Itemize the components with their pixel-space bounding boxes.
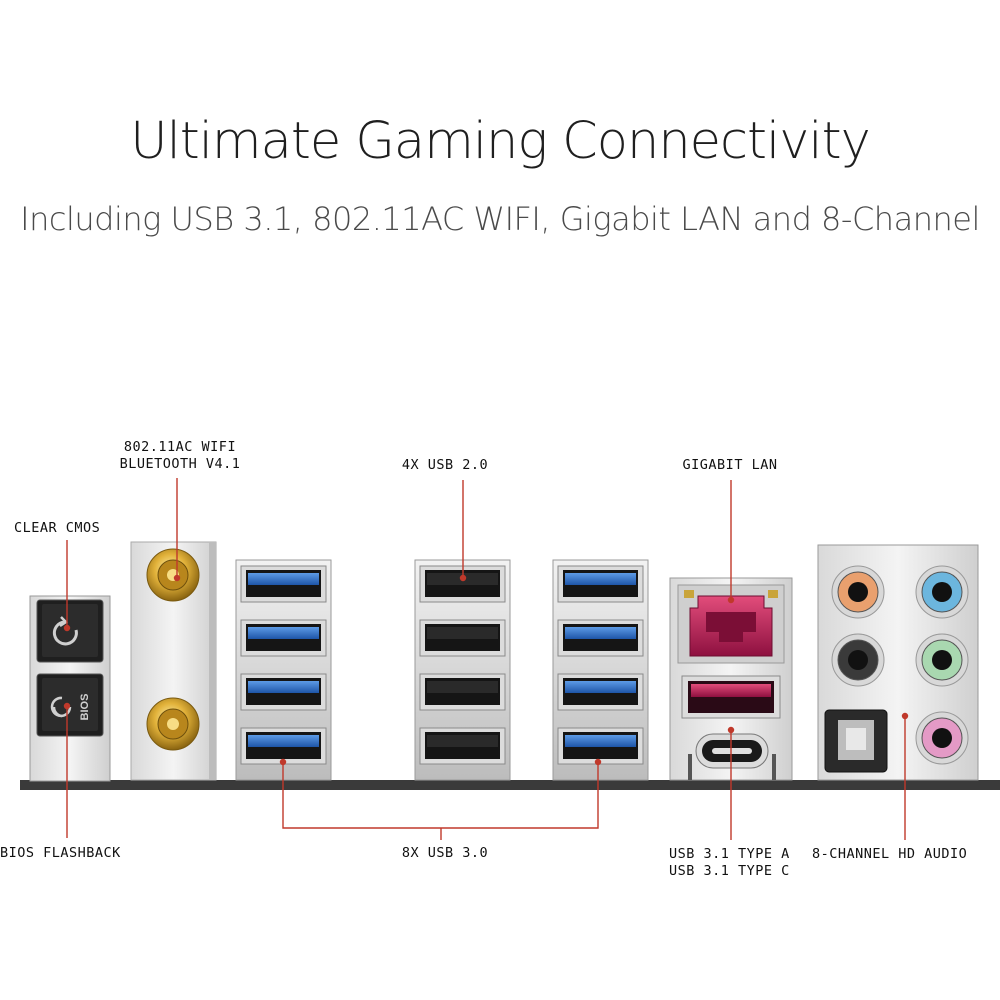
leader-clear-cmos-dot [63, 624, 71, 632]
callout-usb31: USB 3.1 TYPE A USB 3.1 TYPE C [669, 846, 790, 880]
audio-module [817, 544, 979, 781]
lan-usb31-module [669, 577, 793, 781]
callout-audio: 8-CHANNEL HD AUDIO [812, 846, 968, 862]
usb20-stack [414, 559, 511, 781]
usb-port[interactable] [240, 565, 327, 603]
rj45-port[interactable] [677, 584, 785, 664]
callout-wifi-line2: BLUETOOTH V4.1 [119, 456, 241, 472]
leader-usb30-dot-left [279, 758, 287, 766]
audio-jack-black[interactable] [831, 633, 885, 687]
usb-c-port[interactable] [695, 733, 769, 769]
usb-port[interactable] [240, 619, 327, 657]
audio-jack-blue[interactable] [915, 565, 969, 619]
wifi-antenna-connector-bottom[interactable] [146, 697, 200, 751]
leader-gigabit-lan-dot [727, 596, 735, 604]
usb-port[interactable] [240, 727, 327, 765]
leader-audio-dot [901, 712, 909, 720]
callout-bios-flashback: BIOS FLASHBACK [0, 845, 121, 861]
usb30-stack-right [552, 559, 649, 781]
usb-port[interactable] [557, 673, 644, 711]
callout-usb20: 4X USB 2.0 [401, 457, 489, 473]
wifi-module [130, 541, 217, 781]
page-subtitle: Including USB 3.1, 802.11AC WIFI, Gigabi… [20, 200, 980, 238]
callout-wifi: 802.11AC WIFI BLUETOOTH V4.1 [100, 439, 260, 473]
callout-usb31-line1: USB 3.1 TYPE A [669, 846, 790, 862]
callout-clear-cmos: CLEAR CMOS [14, 520, 101, 536]
refresh-icon [52, 616, 78, 646]
usb-port[interactable] [557, 619, 644, 657]
audio-jack-green[interactable] [915, 633, 969, 687]
callout-lines [63, 478, 909, 840]
wifi-antenna-connector-top[interactable] [146, 548, 200, 602]
leader-usb30-dot-right [594, 758, 602, 766]
clear-cmos-button[interactable] [36, 599, 104, 663]
usb30-stack-left [235, 559, 332, 781]
usb-port[interactable] [240, 673, 327, 711]
io-base-plate [20, 780, 1000, 790]
callout-wifi-line1: 802.11AC WIFI [123, 439, 237, 455]
audio-jack-pink[interactable] [915, 711, 969, 765]
usb-port[interactable] [419, 673, 506, 711]
usb-port[interactable] [419, 727, 506, 765]
bios-flashback-icon [50, 696, 72, 718]
leader-bios-flashback-dot [63, 702, 71, 710]
usb-port[interactable] [557, 565, 644, 603]
leader-wifi-dot [173, 574, 181, 582]
button-panel: BIOS [29, 595, 111, 782]
audio-jacks [831, 565, 969, 765]
leader-usb30 [282, 762, 599, 840]
page-title: Ultimate Gaming Connectivity [130, 112, 871, 171]
leader-usb20-dot [459, 574, 467, 582]
bios-icon-text: BIOS [79, 694, 91, 721]
optical-spdif-port[interactable] [824, 709, 888, 773]
callout-gigabit-lan: GIGABIT LAN [682, 457, 778, 473]
usb31-type-a-port[interactable] [681, 675, 781, 719]
leader-usb31-dot [727, 726, 735, 734]
usb-port[interactable] [557, 727, 644, 765]
audio-jack-orange[interactable] [831, 565, 885, 619]
usb-port[interactable] [419, 619, 506, 657]
callout-usb30: 8X USB 3.0 [401, 845, 489, 861]
callout-usb31-line2: USB 3.1 TYPE C [669, 863, 790, 879]
